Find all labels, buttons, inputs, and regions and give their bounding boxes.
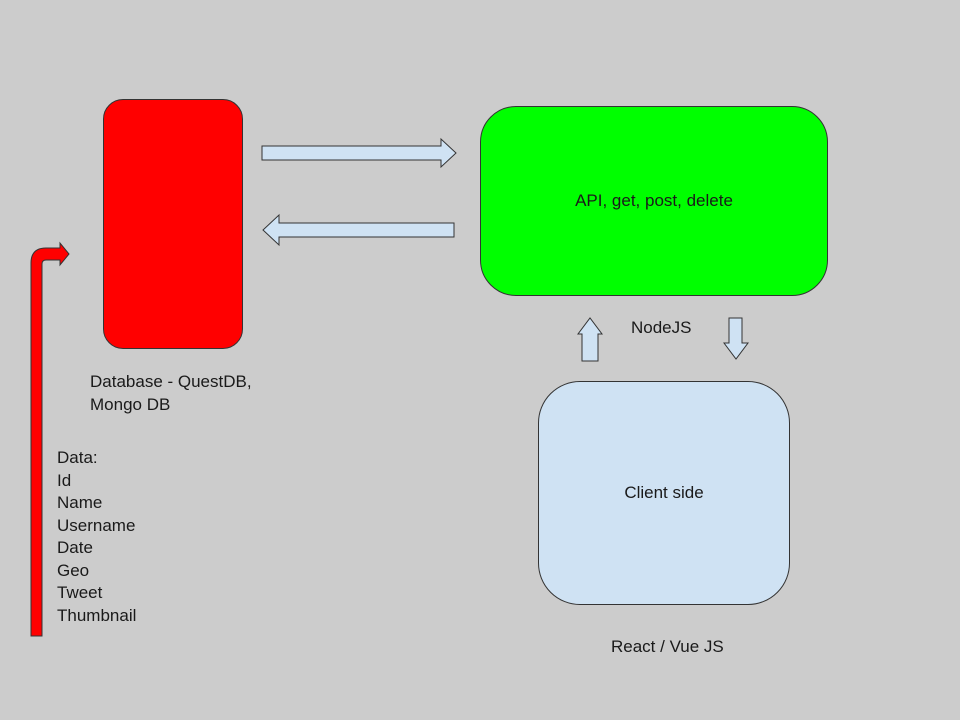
- data-field-item: Thumbnail: [57, 605, 137, 625]
- api-box: API, get, post, delete: [480, 106, 828, 296]
- arrow-db-to-api: [261, 137, 457, 169]
- client-box-text: Client side: [624, 483, 704, 502]
- data-fields-heading: Data:: [57, 448, 98, 467]
- arrow-client-to-api: [577, 317, 603, 362]
- data-field-item: Name: [57, 493, 103, 512]
- arrow-data-to-db: [30, 241, 70, 637]
- api-box-text: API, get, post, delete: [575, 191, 733, 210]
- data-field-item: Date: [57, 538, 93, 557]
- data-field-item: Id: [57, 470, 72, 490]
- arrow-api-to-client: [723, 317, 749, 360]
- react-vue-label: React / Vue JS: [611, 637, 724, 656]
- data-field-item: Tweet: [57, 583, 103, 602]
- database-label: Database - QuestDB, Mongo DB: [90, 372, 252, 414]
- client-box: Client side: [538, 381, 790, 605]
- arrow-api-to-db: [262, 213, 455, 247]
- database-box: [103, 99, 243, 349]
- data-field-item: Username: [57, 515, 136, 535]
- data-fields-list: Data: Id Name Username Date Geo Tweet Th…: [57, 447, 136, 627]
- nodejs-label: NodeJS: [631, 318, 692, 337]
- data-field-item: Geo: [57, 560, 90, 580]
